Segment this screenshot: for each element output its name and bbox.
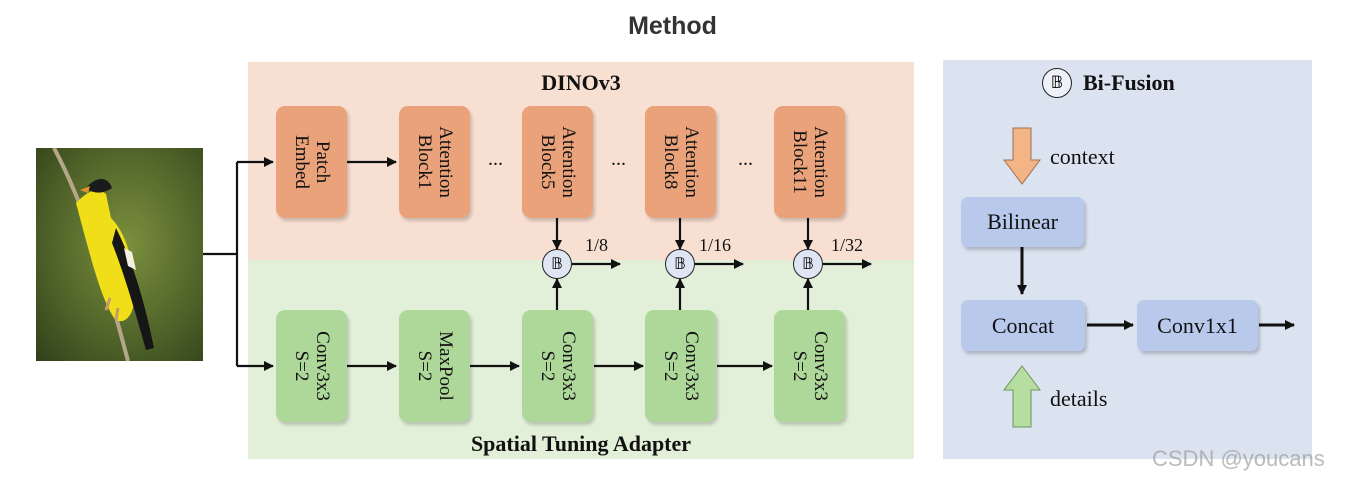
conv3x3-block-1: Conv3x3 S=2 xyxy=(276,310,347,422)
fusion-node-1: 𝔹 xyxy=(542,249,572,279)
conv1x1-block: Conv1x1 xyxy=(1137,300,1258,351)
patch-embed-block: Patch Embed xyxy=(276,106,347,218)
fusion-node-2: 𝔹 xyxy=(665,249,695,279)
bird-image xyxy=(36,148,203,361)
bilinear-block: Bilinear xyxy=(961,197,1084,247)
concat-block: Concat xyxy=(961,300,1085,351)
ellipsis-3: ... xyxy=(738,148,753,170)
scale-label-1-32: 1/32 xyxy=(831,235,864,255)
fusion-node-3: 𝔹 xyxy=(793,249,823,279)
scale-label-1-8: 1/8 xyxy=(585,235,609,255)
attention-block5: Attention Block5 xyxy=(522,106,593,218)
watermark: CSDN @youcans xyxy=(1152,446,1325,471)
attention-block1: Attention Block1 xyxy=(399,106,470,218)
bifusion-symbol-icon: 𝔹 xyxy=(1042,68,1072,98)
ellipsis-1: ... xyxy=(488,148,503,170)
dinov3-label: DINOv3 xyxy=(541,70,621,95)
context-label: context xyxy=(1050,144,1115,169)
adapter-label: Spatial Tuning Adapter xyxy=(470,431,692,456)
conv3x3-block-2: Conv3x3 S=2 xyxy=(522,310,593,422)
conv3x3-block-3: Conv3x3 S=2 xyxy=(645,310,716,422)
scale-label-1-16: 1/16 xyxy=(699,235,732,255)
page-title: Method xyxy=(628,12,717,40)
conv3x3-block-4: Conv3x3 S=2 xyxy=(774,310,845,422)
bifusion-label: Bi-Fusion xyxy=(1083,70,1175,95)
attention-block8: Attention Block8 xyxy=(645,106,716,218)
maxpool-block: MaxPool S=2 xyxy=(399,310,470,422)
attention-block11: Attention Block11 xyxy=(774,106,845,218)
bifusion-panel xyxy=(943,60,1312,459)
details-label: details xyxy=(1050,386,1108,411)
ellipsis-2: ... xyxy=(611,148,626,170)
